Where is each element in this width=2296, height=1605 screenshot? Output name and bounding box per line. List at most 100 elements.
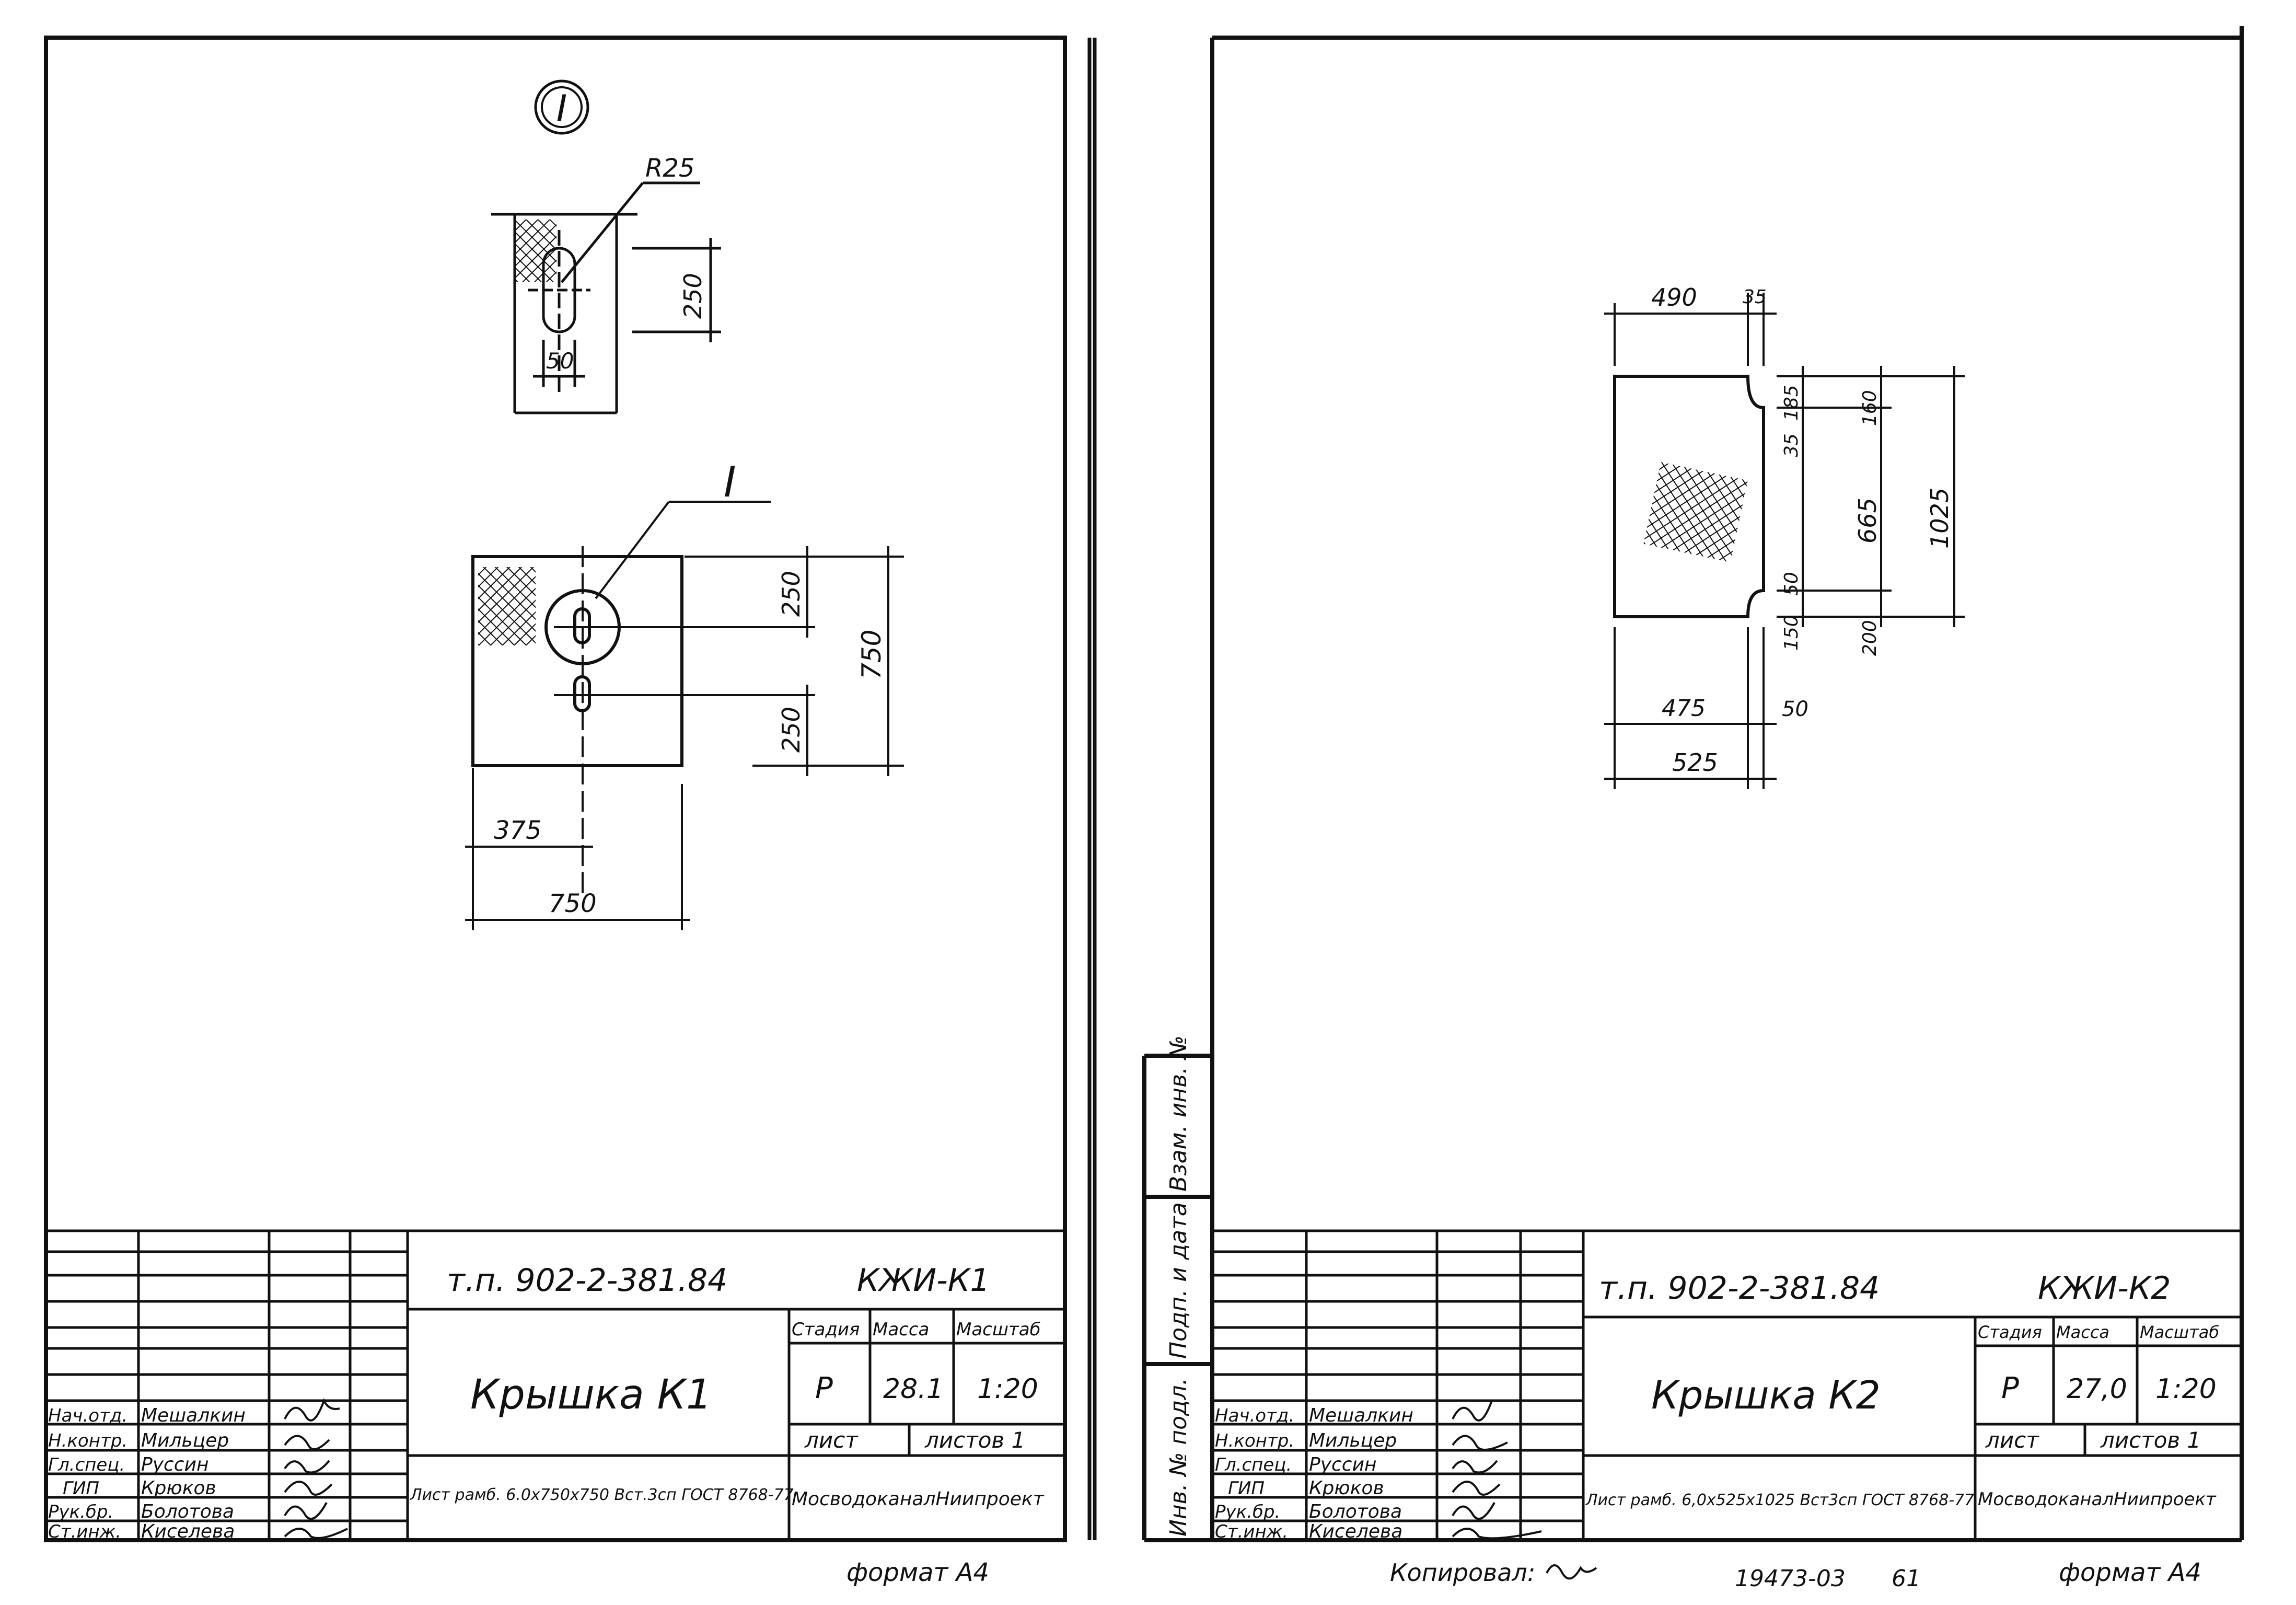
staff-name: Болотова [141, 1501, 234, 1522]
plate-k1 [471, 501, 815, 899]
dim-bottom-width: 475 [1662, 695, 1706, 722]
dim-half-width: 375 [494, 816, 542, 845]
staff-list-2: Нач.отд. Мешалкин Н.контр. Мильцер Гл.сп… [1215, 1405, 1413, 1542]
staff-name: Руссин [141, 1454, 209, 1475]
mass-2: 27,0 [2067, 1373, 2127, 1405]
detail-marker: I [534, 79, 589, 135]
format-1: формат А4 [846, 1558, 989, 1587]
stage-2: Р [2001, 1371, 2019, 1405]
dim-notch-left: 35 [1781, 433, 1802, 457]
staff-role: ГИП [1228, 1478, 1265, 1499]
plate-k2 [1613, 375, 1765, 618]
staff-name: Крюков [1309, 1477, 1384, 1499]
sheet-label-1: лист [804, 1427, 859, 1453]
sheets-label-2: листов 1 [2100, 1427, 2201, 1453]
mass-1: 28.1 [883, 1373, 944, 1405]
sheet-code-1: КЖИ-К1 [857, 1262, 990, 1299]
strip-replace-inv: Взам. инв. № [1165, 1035, 1192, 1192]
dim-r-top-2: 160 [1859, 390, 1881, 426]
staff-name: Мильцер [1309, 1430, 1397, 1451]
binding-strip [1087, 38, 1097, 1540]
title-block-2 [1212, 1229, 2242, 1540]
sheet1-frame [44, 36, 1067, 1542]
staff-name: Болотова [1309, 1501, 1402, 1522]
staff-role: Ст.инж. [48, 1521, 121, 1542]
staff-role: Рук.бр. [1215, 1502, 1280, 1522]
sheet2-frame [1142, 26, 2244, 1542]
dim-offset-bottom: 250 [777, 707, 805, 753]
staff-name: Мешалкин [141, 1405, 246, 1426]
staff-name: Киселева [1309, 1521, 1402, 1542]
staff-role: Рук.бр. [48, 1502, 113, 1522]
dim-overall-height: 750 [856, 630, 887, 679]
sheet-code-2: КЖИ-К2 [2038, 1270, 2171, 1307]
k1-dims-bottom [465, 768, 690, 930]
dim-slot-length: 250 [679, 273, 707, 319]
scale-1: 1:20 [977, 1373, 1038, 1405]
header-mass-1: Масса [873, 1319, 929, 1340]
dim-top-width: 490 [1651, 283, 1697, 311]
plate-k1-hatch [478, 567, 536, 645]
sheets-label-1: листов 1 [924, 1427, 1025, 1453]
copied-signature [1546, 1564, 1597, 1580]
staff-role: Нач.отд. [48, 1405, 127, 1426]
dim-notch-width: 35 [1743, 286, 1767, 308]
copied-label: Копировал: [1390, 1558, 1535, 1587]
title-1: Крышка К1 [470, 1371, 712, 1418]
staff-name: Мешалкин [1309, 1405, 1413, 1426]
dim-r-bottom-1: 150 [1781, 615, 1802, 651]
staff-role: Н.контр. [48, 1430, 127, 1451]
signatures-2 [1452, 1400, 1542, 1540]
staff-name: Крюков [141, 1477, 216, 1499]
project-code-2: т.п. 902-2-381.84 [1599, 1270, 1880, 1307]
staff-role: Гл.спец. [1215, 1454, 1292, 1475]
sheet-label-2: лист [1985, 1427, 2039, 1453]
dim-r-top-1: 185 [1781, 385, 1802, 421]
material-1: Лист рамб. 6.0x750x750 Вст.3сп ГОСТ 8768… [410, 1486, 794, 1504]
header-stage-2: Стадия [1978, 1322, 2042, 1342]
strip-sign-date: Подп. и дата [1165, 1202, 1192, 1359]
dim-k2-overall-height: 1025 [1926, 488, 1954, 549]
strip-inv-no: Инв. № подл. [1165, 1378, 1192, 1537]
staff-list-1: Нач.отд. Мешалкин Н.контр. Мильцер Гл.сп… [48, 1405, 246, 1542]
detail-callout: I [724, 458, 736, 506]
k1-dims-right [685, 546, 904, 776]
dim-middle: 665 [1853, 498, 1882, 544]
staff-role: Нач.отд. [1215, 1405, 1294, 1426]
dim-notch-bottom: 50 [1781, 572, 1802, 596]
order-number: 19473-03 [1735, 1565, 1846, 1592]
staff-name: Мильцер [141, 1430, 229, 1451]
dim-k2-overall-width: 525 [1672, 748, 1718, 777]
header-stage-1: Стадия [792, 1319, 860, 1340]
plate-k2-hatch [1643, 462, 1748, 562]
staff-name: Руссин [1309, 1454, 1377, 1475]
dim-offset-top: 250 [777, 571, 805, 617]
title-2: Крышка К2 [1651, 1373, 1881, 1418]
dim-radius: R25 [645, 154, 694, 183]
dim-r-bottom-2: 200 [1859, 620, 1881, 656]
page-number: 61 [1892, 1565, 1921, 1592]
scale-2: 1:20 [2155, 1373, 2217, 1405]
header-scale-2: Масштаб [2140, 1322, 2219, 1342]
header-scale-1: Масштаб [956, 1319, 1041, 1340]
project-code-1: т.п. 902-2-381.84 [447, 1262, 727, 1299]
dim-bottom-notch: 50 [1782, 697, 1808, 721]
dim-overall-width: 750 [549, 889, 597, 918]
staff-role: Н.контр. [1215, 1430, 1294, 1451]
material-2: Лист рамб. 6,0x525x1025 Вст3сп ГОСТ 8768… [1585, 1491, 1974, 1509]
k2-dims [1604, 293, 1965, 789]
header-mass-2: Масса [2056, 1322, 2109, 1342]
detail-hatch [515, 220, 556, 282]
detail-view [491, 181, 721, 414]
staff-role: Ст.инж. [1215, 1521, 1288, 1542]
staff-role: ГИП [63, 1478, 99, 1499]
staff-role: Гл.спец. [48, 1454, 125, 1475]
format-2: формат А4 [2059, 1558, 2201, 1587]
organization-1: МосводоканалНиипроект [792, 1488, 1045, 1510]
signatures-1 [284, 1398, 348, 1539]
detail-marker-label: I [556, 87, 567, 130]
organization-2: МосводоканалНиипроект [1978, 1489, 2217, 1510]
stage-1: Р [815, 1371, 833, 1405]
